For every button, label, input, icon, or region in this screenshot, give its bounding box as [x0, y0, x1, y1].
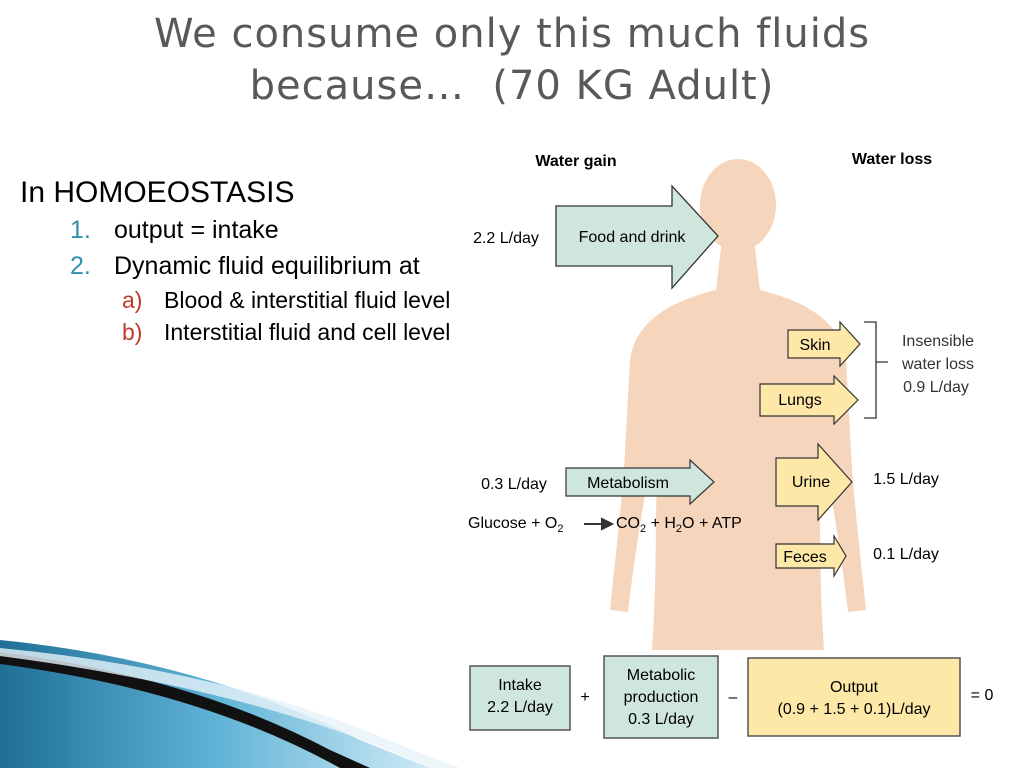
list-text: output = intake [114, 216, 279, 244]
list-letter: a) [122, 287, 143, 313]
metabolic-line-3: 0.3 L/day [628, 711, 694, 728]
output-box [747, 657, 961, 737]
intake-line-1: Intake [498, 677, 542, 694]
slide-title: We consume only this much fluids because… [0, 8, 1024, 112]
list-number: 1. [70, 216, 91, 244]
list-item: 1. output = intake [20, 214, 460, 246]
list-text: Dynamic fluid equilibrium at [114, 252, 420, 280]
insensible-bracket [864, 321, 888, 419]
output-line-2: (0.9 + 1.5 + 0.1)L/day [778, 701, 931, 718]
equation-products: CO2 + H2O + ATP [616, 515, 742, 535]
list-subitem: b) Interstitial fluid and cell level [20, 318, 460, 346]
urine-rate: 1.5 L/day [873, 471, 939, 488]
feces-arrow [775, 533, 847, 579]
metabolic-line-2: production [624, 689, 699, 706]
skin-arrow [787, 320, 861, 368]
list-number: 2. [70, 252, 91, 280]
urine-label: Urine [792, 474, 830, 491]
lungs-label: Lungs [778, 392, 822, 409]
bullet-list: In HOMOEOSTASIS 1. output = intake 2. Dy… [20, 176, 460, 350]
food-arrow [555, 184, 719, 290]
plus-sign: + [580, 689, 589, 706]
food-label: Food and drink [579, 229, 687, 246]
metabolic-line-1: Metabolic [627, 667, 695, 684]
title-line-2: because… (70 KG Adult) [249, 63, 775, 109]
metabolism-arrow [565, 458, 715, 506]
insensible-line-2: water loss [901, 356, 974, 373]
equals-zero: = 0 [971, 687, 994, 704]
insensible-line-3: 0.9 L/day [903, 379, 969, 396]
list-letter: b) [122, 319, 143, 345]
equation-reactants: Glucose + O2 [468, 515, 564, 535]
intake-line-2: 2.2 L/day [487, 699, 553, 716]
metabolism-rate: 0.3 L/day [481, 476, 547, 493]
insensible-line-1: Insensible [902, 333, 974, 350]
minus-sign: – [729, 689, 738, 706]
feces-rate: 0.1 L/day [873, 546, 939, 563]
output-line-1: Output [830, 679, 879, 696]
water-gain-header: Water gain [535, 153, 616, 170]
metabolism-equation: Glucose + O2 CO2 + H2O + ATP [468, 515, 742, 535]
metabolism-label: Metabolism [587, 475, 669, 492]
list-item: 2. Dynamic fluid equilibrium at [20, 250, 460, 282]
list-subitem: a) Blood & interstitial fluid level [20, 286, 460, 314]
feces-label: Feces [783, 549, 827, 566]
list-text: Blood & interstitial fluid level [164, 287, 451, 313]
title-line-1: We consume only this much fluids [153, 11, 871, 57]
water-loss-header: Water loss [852, 151, 932, 168]
reaction-arrow-icon [584, 517, 615, 531]
metabolic-production-box [603, 655, 719, 739]
urine-arrow [775, 442, 853, 522]
intake-box [469, 665, 571, 731]
bullet-heading: In HOMOEOSTASIS [20, 176, 295, 209]
skin-label: Skin [799, 337, 830, 354]
list-text: Interstitial fluid and cell level [164, 319, 451, 345]
lungs-arrow [759, 374, 859, 426]
food-rate: 2.2 L/day [473, 230, 539, 247]
